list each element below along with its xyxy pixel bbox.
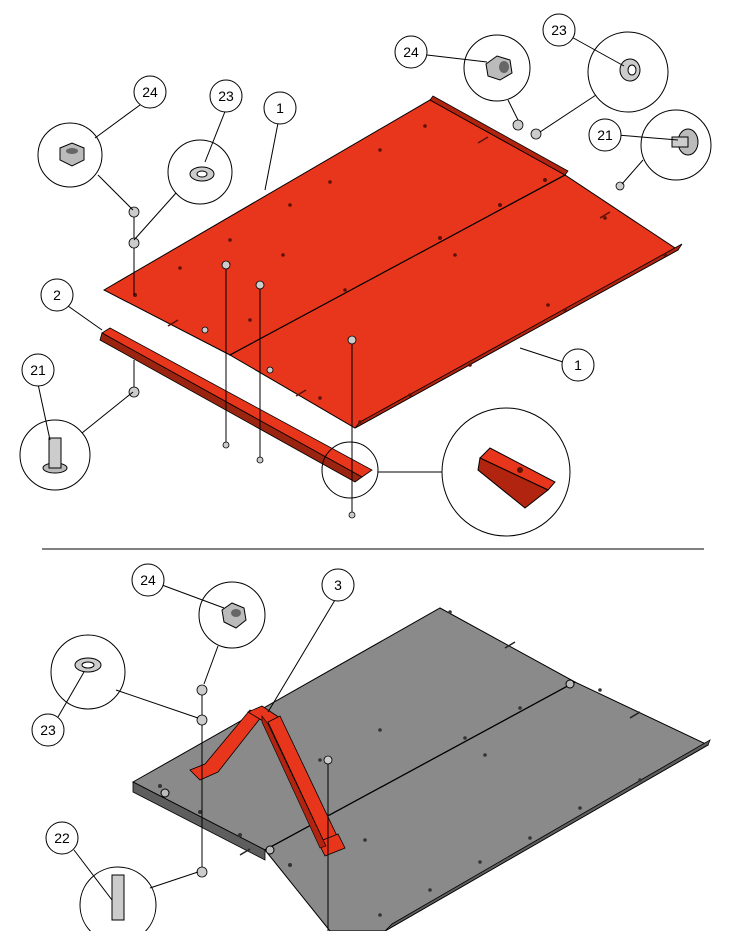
svg-text:23: 23 <box>40 722 56 738</box>
detail-washer-23-bottom <box>50 634 199 719</box>
callout-24-bottom: 24 <box>131 563 165 597</box>
bottom-leaders <box>57 584 336 901</box>
svg-text:1: 1 <box>574 357 582 373</box>
svg-text:21: 21 <box>597 127 613 143</box>
panel-slots <box>167 136 611 397</box>
bracket-3 <box>189 705 346 857</box>
callout-3: 3 <box>321 568 355 602</box>
svg-text:22: 22 <box>54 830 70 846</box>
detail-washer-23 <box>133 139 233 241</box>
callout-24-top-right: 24 <box>394 35 428 69</box>
svg-text:1: 1 <box>276 100 284 116</box>
bolt-lines <box>133 210 353 515</box>
callouts: 24 23 1 2 21 24 23 21 1 24 23 3 22 <box>21 13 622 855</box>
panel-holes <box>133 124 667 424</box>
detail-nut-24 <box>37 122 134 211</box>
detail-nut-24-right <box>463 34 531 121</box>
svg-text:2: 2 <box>53 287 61 303</box>
panel-flange-back <box>429 95 569 176</box>
detail-washer-23-right <box>539 31 669 133</box>
gray-panel-holes <box>158 610 642 917</box>
detail-bolt-21-left <box>19 391 134 491</box>
detail-bolt-21-right <box>621 109 712 185</box>
callout-2: 2 <box>40 278 74 312</box>
callout-21-left: 21 <box>21 353 55 387</box>
callout-23-top-right: 23 <box>542 13 576 47</box>
panel-seam <box>229 174 566 356</box>
strip-2-side <box>99 332 363 483</box>
top-assembly <box>19 31 712 537</box>
callout-24-top-left: 24 <box>133 75 167 109</box>
svg-text:24: 24 <box>140 572 156 588</box>
callout-1-right: 1 <box>561 348 595 382</box>
svg-text:23: 23 <box>218 88 234 104</box>
svg-text:3: 3 <box>334 577 342 593</box>
callout-1-top: 1 <box>263 91 297 125</box>
top-leaders <box>37 34 679 441</box>
svg-text:24: 24 <box>142 84 158 100</box>
detail-nut-24-bottom <box>198 581 266 685</box>
gray-panel-flange-right <box>384 739 711 931</box>
bolt-heads <box>128 119 625 519</box>
detail-bolt-22 <box>79 866 199 931</box>
gray-panel-flange <box>132 781 266 861</box>
bottom-assembly <box>50 581 711 931</box>
callout-21-right: 21 <box>588 118 622 152</box>
callout-23-bottom: 23 <box>31 713 65 747</box>
gray-panel-slots <box>239 641 641 856</box>
callout-23-top-left: 23 <box>209 79 243 113</box>
detail-strip-end <box>321 407 571 537</box>
callout-22: 22 <box>45 821 79 855</box>
svg-text:21: 21 <box>30 362 46 378</box>
svg-text:23: 23 <box>551 22 567 38</box>
svg-text:24: 24 <box>403 44 419 60</box>
